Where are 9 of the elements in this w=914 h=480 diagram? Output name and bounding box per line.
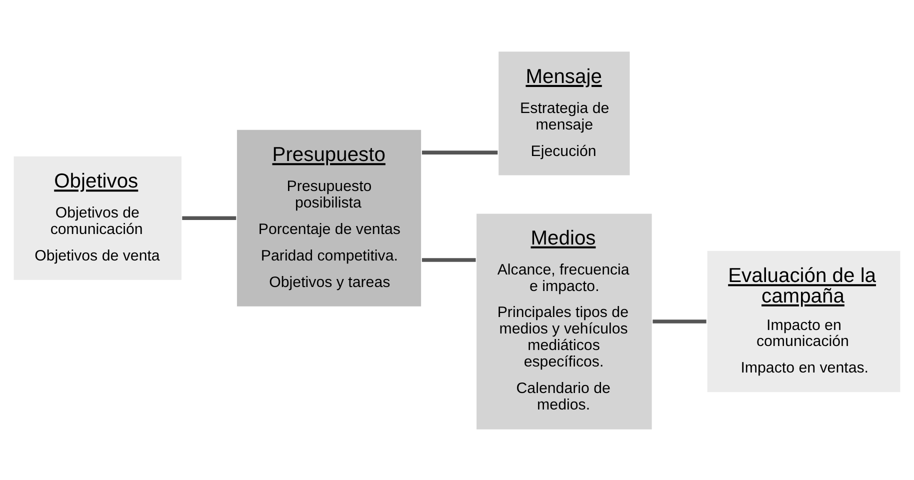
node-box: Mensaje Estrategia de mensaje Ejecución xyxy=(497,50,631,176)
connector xyxy=(422,150,498,154)
connector xyxy=(652,319,706,323)
node-box: Presupuesto Presupuesto posibilista Porcentaje de ventas Paridad competitiva. Objetivos y tareas xyxy=(236,128,422,308)
node-box: Evaluación de la campaña Impacto en comunicación Impacto en ventas. xyxy=(706,249,902,393)
connector xyxy=(422,258,476,262)
node-box: Objetivos Objetivos de comunicación Objetivos de venta xyxy=(12,154,183,281)
connector xyxy=(182,216,236,220)
node-box: Medios Alcance, frecuencia e impacto. Principales tipos de medios y vehículos mediáticos específicos. Calendario de medios. xyxy=(475,212,654,430)
